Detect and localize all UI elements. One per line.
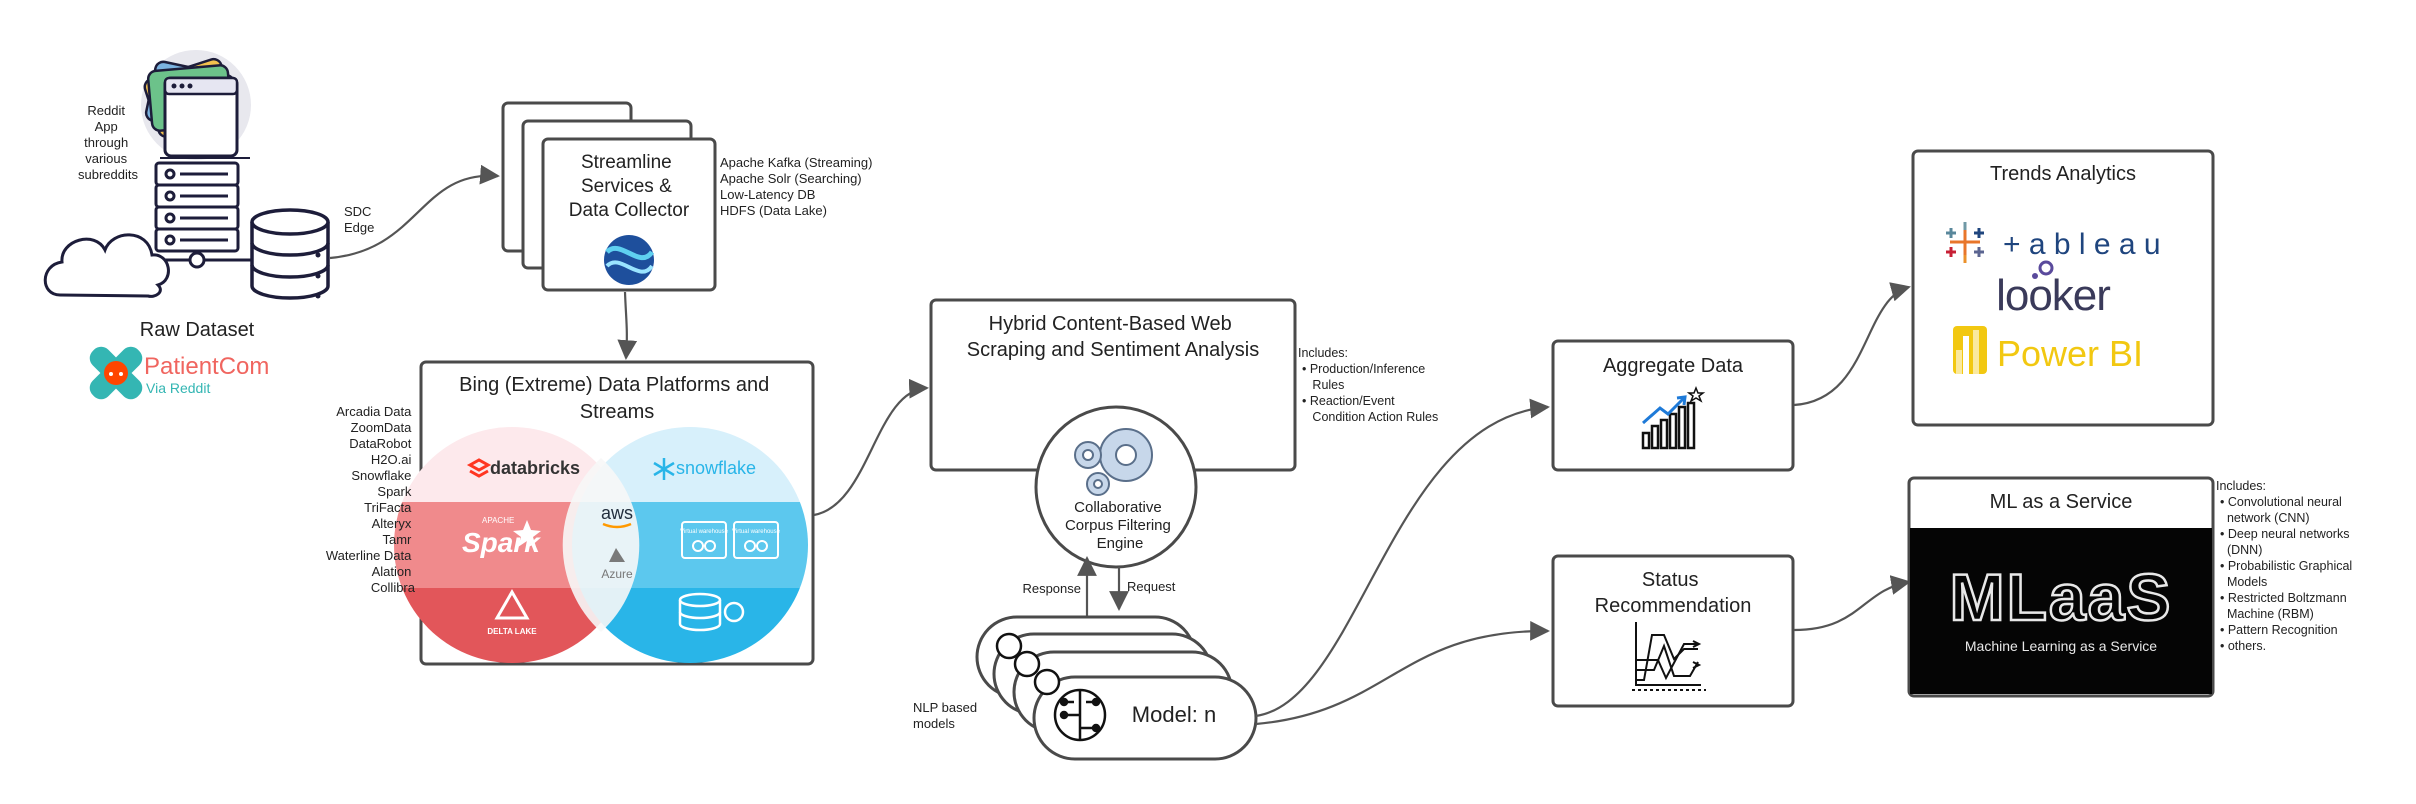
line-chart-icon [1632, 622, 1706, 691]
trends-title: Trends Analytics [1990, 163, 2136, 185]
trends-analytics-box: Trends Analytics + a b l e a u looker [1911, 149, 2215, 427]
delta-lake-logo: DELTA LAKE [487, 588, 537, 636]
bing-vendor-list: Arcadia Data ZoomData DataRobot H2O.ai S… [326, 404, 416, 595]
reddit-app-label: Reddit App through various subreddits [78, 103, 138, 182]
looker-logo: looker [1996, 260, 2111, 320]
database-icon [250, 208, 330, 300]
svg-text:Azure: Azure [601, 567, 633, 581]
connector-status-mlaas [1793, 575, 1911, 632]
spark-logo: APACHE Spark [462, 516, 541, 558]
streamline-services-box: Streamline Services & Data Collector [501, 101, 717, 292]
mlaas-logo: MLaaS Machine Learning as a Service [1948, 559, 2173, 654]
hybrid-includes: Includes: • Production/Inference Rules •… [1298, 346, 1438, 424]
bing-platforms-box: Bing (Extreme) Data Platforms and Stream… [394, 360, 815, 666]
snowflake-logo: snowflake [653, 458, 756, 480]
virtual-warehouse-icons: Virtual warehouse Virtual warehouse [680, 521, 781, 559]
nlp-model-stack: Model: n [975, 615, 1258, 761]
bing-title: Bing (Extreme) Data Platforms and Stream… [459, 374, 775, 423]
svg-text:+ a b l e a u: + a b l e a u [2003, 228, 2161, 261]
connector-source-streamline [329, 164, 500, 260]
svg-text:Via Reddit: Via Reddit [146, 380, 210, 396]
mlaas-includes: Includes: • Convolutional neural network… [2216, 479, 2356, 653]
svg-text:APACHE: APACHE [482, 516, 514, 525]
streamline-notes: Apache Kafka (Streaming) Apache Solr (Se… [720, 155, 876, 218]
sdc-edge-label: SDC Edge [344, 204, 375, 235]
databricks-logo: databricks [466, 458, 580, 478]
svg-text:DELTA LAKE: DELTA LAKE [487, 627, 537, 636]
aggregate-data-box: Aggregate Data [1551, 339, 1795, 472]
hybrid-scraping-box: Hybrid Content-Based Web Scraping and Se… [929, 298, 1297, 472]
growth-chart-icon [1641, 385, 1706, 450]
status-recommendation-box: Status Recommendation [1551, 554, 1795, 708]
connector-aggregate-trends [1793, 282, 1911, 407]
engine-label: Collaborative Corpus Filtering Engine [1065, 499, 1175, 552]
connector-bing-hybrid [813, 378, 929, 517]
cloud-icon [43, 233, 170, 298]
aggregate-title: Aggregate Data [1603, 355, 1744, 377]
hybrid-title: Hybrid Content-Based Web Scraping and Se… [967, 313, 1259, 361]
mlaas-box: ML as a Service MLaaS Machine Learning a… [1907, 476, 2215, 698]
svg-text:Power BI: Power BI [1997, 333, 2143, 374]
svg-text:PatientCom: PatientCom [144, 353, 269, 380]
response-label: Response [1022, 581, 1081, 596]
request-label: Request [1127, 579, 1176, 594]
connector-streamline-bing [617, 291, 638, 360]
svg-text:MLaaS: MLaaS [1950, 560, 2173, 634]
model-label: Model: n [1132, 702, 1216, 727]
tableau-logo: + a b l e a u [1946, 222, 2161, 263]
gears-icon [1074, 428, 1153, 496]
streamline-logo-icon [604, 235, 655, 285]
brain-icon [995, 632, 1107, 742]
connector-model-status [1255, 620, 1550, 726]
collaborative-engine: Collaborative Corpus Filtering Engine [1034, 405, 1198, 569]
status-title: Status Recommendation [1595, 569, 1752, 617]
patientcom-logo: PatientCom Via Reddit [89, 346, 269, 400]
storage-icon [678, 592, 745, 632]
raw-dataset-label: Raw Dataset [140, 319, 255, 341]
svg-text:Machine Learning as a Service: Machine Learning as a Service [1965, 638, 2157, 654]
svg-text:Virtual warehouse: Virtual warehouse [732, 529, 781, 535]
nlp-models-label: NLP based models [913, 700, 981, 731]
aws-logo: aws [601, 503, 633, 529]
connector-model-aggregate [1255, 398, 1550, 718]
powerbi-logo: Power BI [1953, 326, 2143, 374]
mlaas-title: ML as a Service [1990, 491, 2133, 513]
source-cluster: Reddit App through various subreddits SD… [43, 50, 375, 400]
svg-text:snowflake: snowflake [676, 458, 756, 478]
svg-text:looker: looker [1996, 271, 2110, 320]
svg-text:aws: aws [601, 503, 633, 523]
azure-logo: Azure [601, 548, 633, 581]
streamline-title: Streamline Services & Data Collector [569, 152, 690, 221]
server-rack-icon [120, 161, 252, 269]
reddit-app-icon [141, 50, 251, 160]
svg-text:Virtual warehouse: Virtual warehouse [680, 529, 729, 535]
svg-text:databricks: databricks [490, 458, 580, 478]
